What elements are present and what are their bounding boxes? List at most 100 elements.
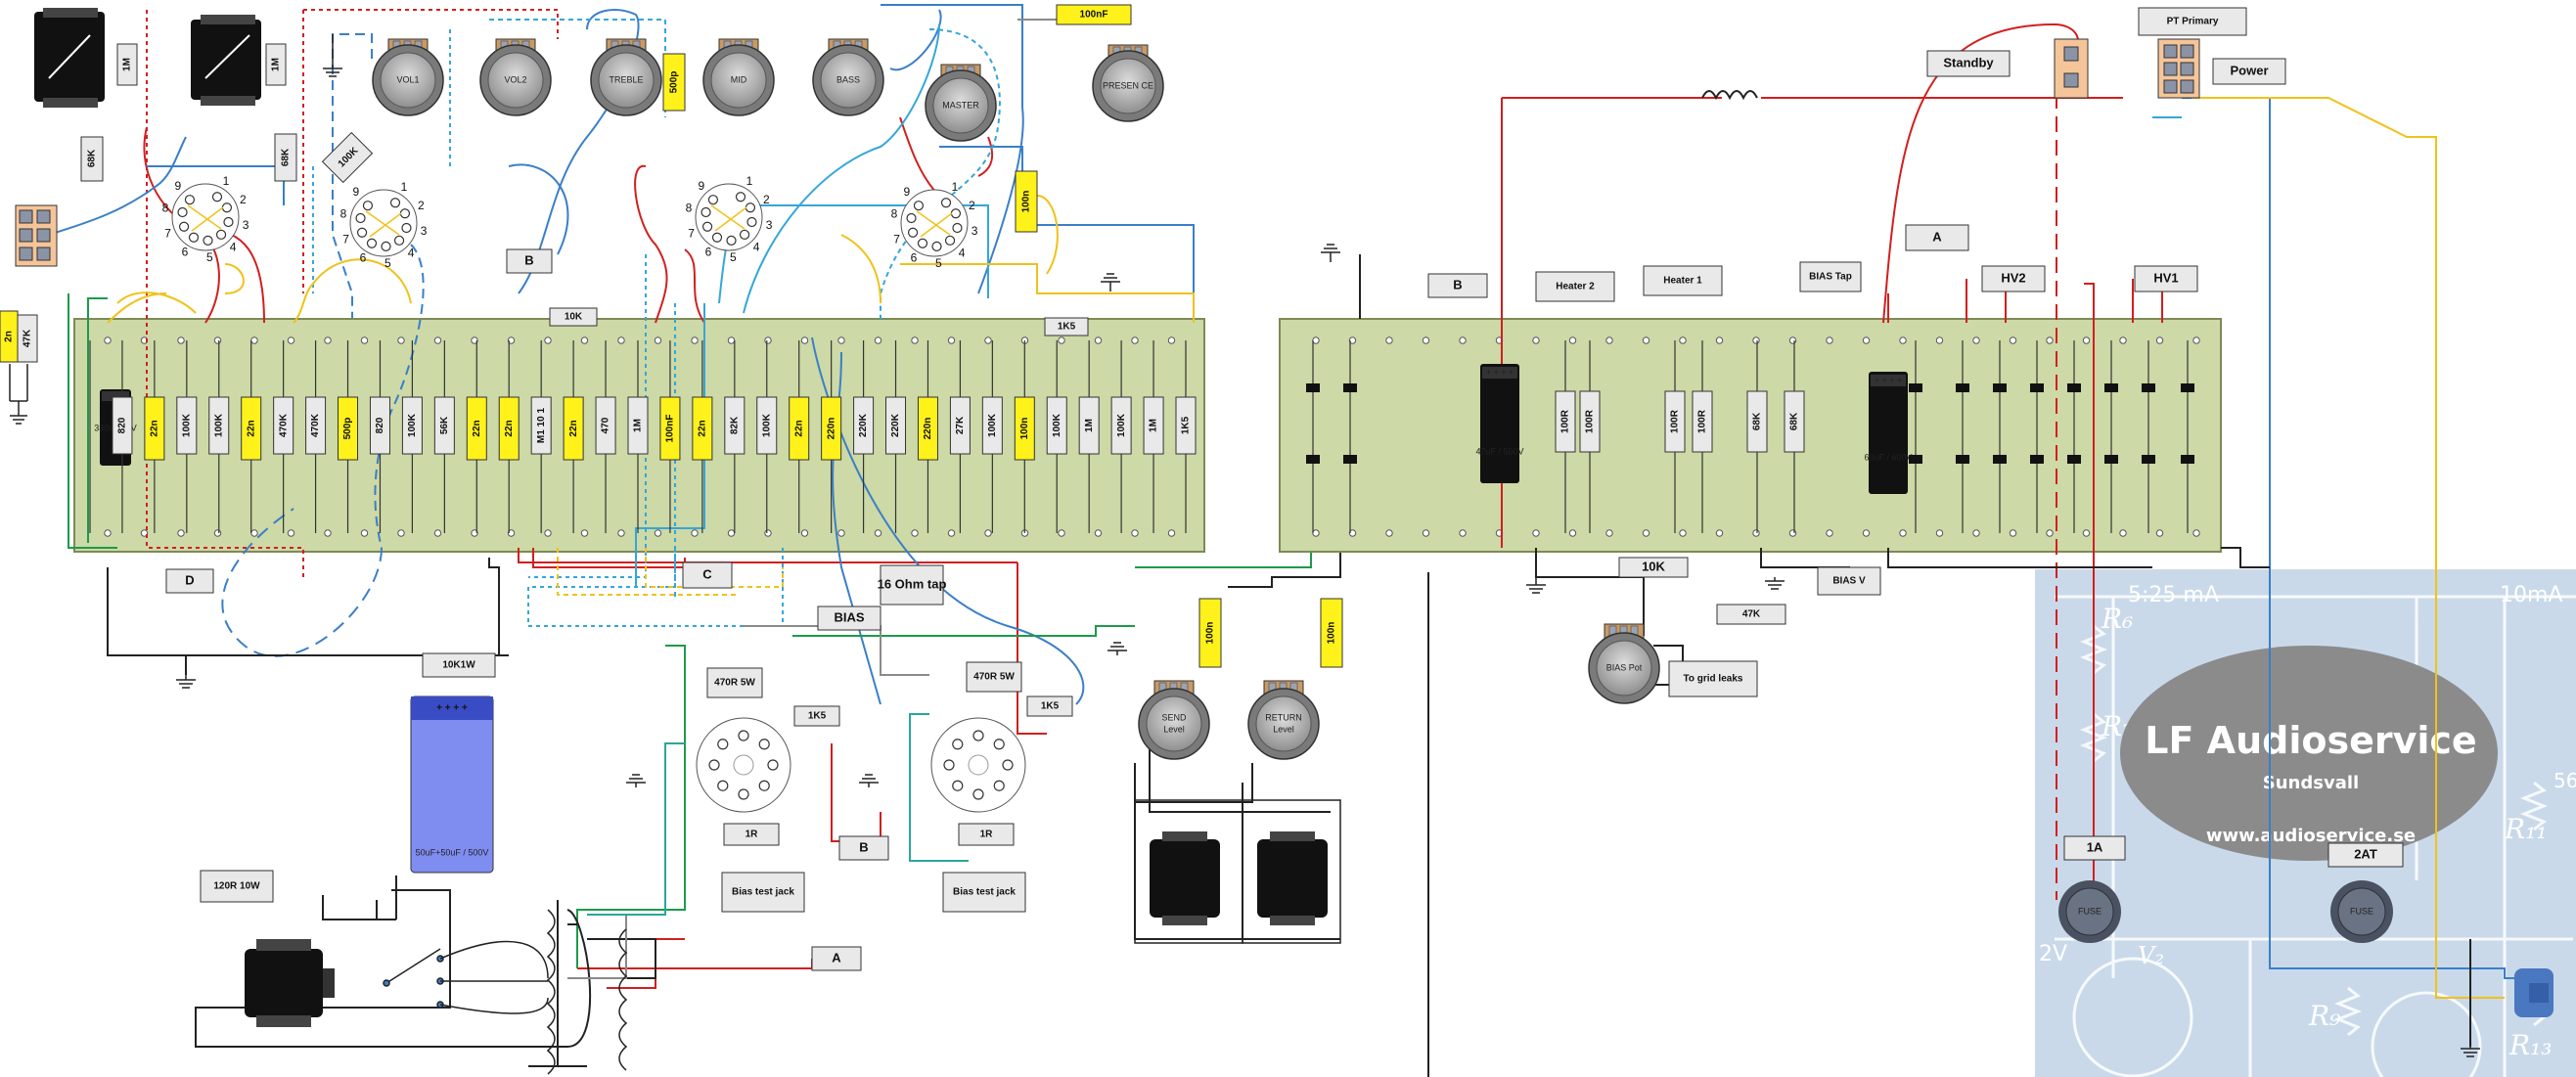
turret	[2192, 529, 2200, 537]
bg-r9-label: R₉	[2308, 1000, 2341, 1032]
svg-text:HV2: HV2	[2001, 270, 2025, 285]
svg-text:Power: Power	[2230, 63, 2268, 77]
pot-label: MID	[731, 74, 747, 84]
turret	[471, 337, 478, 344]
tag-c: C	[682, 561, 733, 589]
preamp-part-resistor: 470K	[305, 340, 327, 533]
pin-number: 3	[243, 218, 249, 232]
turret	[580, 529, 589, 537]
fx-send-cap: 100n	[1198, 598, 1222, 668]
part-value: M1 10 1	[536, 407, 547, 443]
pin-number: 8	[891, 206, 898, 220]
svg-text:47uF / 500V: 47uF / 500V	[1475, 446, 1523, 456]
pot-label: Level	[1163, 724, 1185, 734]
turret	[507, 337, 516, 344]
part-value: 68K	[1789, 412, 1800, 430]
part-value: 100K	[1116, 413, 1127, 437]
svg-text:100n: 100n	[1205, 622, 1216, 645]
fuse-2at: 2AT FUSE	[2327, 842, 2404, 943]
pot-mid[interactable]: MID	[702, 38, 775, 116]
turret	[1058, 529, 1065, 537]
turret	[2082, 529, 2091, 537]
turret	[1094, 337, 1103, 344]
part-value: 22n	[150, 420, 160, 436]
part-value: 22n	[472, 420, 482, 436]
part-value: 27K	[955, 416, 966, 434]
svg-text:+ + + +: + + + +	[1875, 375, 1903, 384]
svg-text:1A: 1A	[2087, 839, 2103, 854]
preamp-part-capacitor: 220n	[821, 340, 842, 533]
turret	[874, 529, 882, 537]
pin-number: 8	[340, 206, 347, 220]
svg-text:PT Primary: PT Primary	[2167, 17, 2219, 27]
pot-vol2[interactable]: VOL2	[479, 38, 552, 116]
svg-text:B: B	[1453, 277, 1462, 292]
svg-text:D: D	[185, 572, 194, 587]
turret	[1935, 529, 1944, 537]
turret	[911, 337, 919, 344]
pin-number: 1	[952, 180, 959, 194]
svg-text:+ + + +: + + + +	[1486, 367, 1514, 377]
part-value: 820	[375, 417, 385, 433]
power-resistor: 68K	[1784, 340, 1805, 533]
preamp-part-resistor: 1M	[627, 340, 649, 533]
power-resistor: 100R	[1579, 340, 1601, 533]
power-tube-socket-right	[930, 717, 1026, 813]
svg-text:1K5: 1K5	[808, 711, 827, 722]
pot-label: MASTER	[942, 100, 979, 110]
turret	[213, 337, 222, 344]
svg-text:10K: 10K	[1642, 559, 1665, 573]
left-resistor-68k-b: 68K	[274, 133, 297, 182]
svg-text:HV1: HV1	[2153, 270, 2178, 285]
pot-treble[interactable]: TREBLE	[590, 38, 662, 116]
pot-vol1[interactable]: VOL1	[372, 38, 444, 116]
turret	[177, 529, 185, 537]
pot-presen-ce[interactable]: PRESEN CE	[1092, 44, 1164, 122]
pot-label: SEND	[1161, 712, 1187, 722]
power-tube-socket-left	[696, 717, 791, 813]
resistor-120r: 120R 10W	[200, 870, 274, 903]
iec-inlet	[2514, 968, 2553, 1017]
main-filter-cap: 10K1W + + + + 50uF+50uF / 500V	[410, 652, 496, 874]
pot-bass[interactable]: BASS	[812, 38, 884, 116]
pot-send-level[interactable]: SEND Level	[1138, 680, 1210, 760]
turret	[1752, 337, 1760, 344]
bg-voltage: 2V	[2039, 942, 2067, 966]
power-tube-left-parts: 470R 5W 1K5 1R Bias test jack	[706, 667, 840, 913]
svg-text:1R: 1R	[746, 830, 759, 840]
svg-text:FUSE: FUSE	[2078, 906, 2101, 916]
turret	[947, 529, 956, 537]
turret	[287, 337, 295, 344]
turret	[1679, 337, 1687, 344]
bg-r13-label: R₁₃	[2508, 1029, 2553, 1061]
turret	[1568, 529, 1577, 537]
pin-number: 4	[408, 246, 415, 259]
part-value: 100R	[1670, 409, 1681, 433]
svg-text:500p: 500p	[669, 71, 680, 94]
logo: LF Audioservice Sundsvall www.audioservi…	[2120, 646, 2498, 861]
turret	[1568, 337, 1577, 344]
master-cap-100n: 100n	[1015, 170, 1038, 233]
preamp-part-capacitor: 22n	[144, 340, 165, 533]
turret	[1642, 337, 1650, 344]
logo-url: www.audioservice.se	[2206, 826, 2416, 846]
bg-current-1: 5:25 mA	[2128, 583, 2219, 607]
pot-master[interactable]: MASTER	[925, 64, 997, 142]
svg-text:FUSE: FUSE	[2350, 906, 2373, 916]
pot-bias[interactable]: BIAS Pot	[1588, 623, 1660, 704]
part-value: 100K	[761, 413, 772, 437]
turret	[1312, 337, 1320, 344]
power-small-cap	[1343, 340, 1357, 533]
turret	[324, 337, 332, 344]
part-value: 470K	[278, 413, 289, 437]
turret	[617, 529, 625, 537]
pot-label: TREBLE	[609, 74, 643, 84]
preamp-part-resistor: 820	[112, 340, 133, 533]
part-value: 100K	[407, 413, 418, 437]
svg-text:Heater 1: Heater 1	[1663, 276, 1702, 287]
ground-left	[9, 364, 28, 425]
tag-10k: 10K	[549, 307, 598, 327]
